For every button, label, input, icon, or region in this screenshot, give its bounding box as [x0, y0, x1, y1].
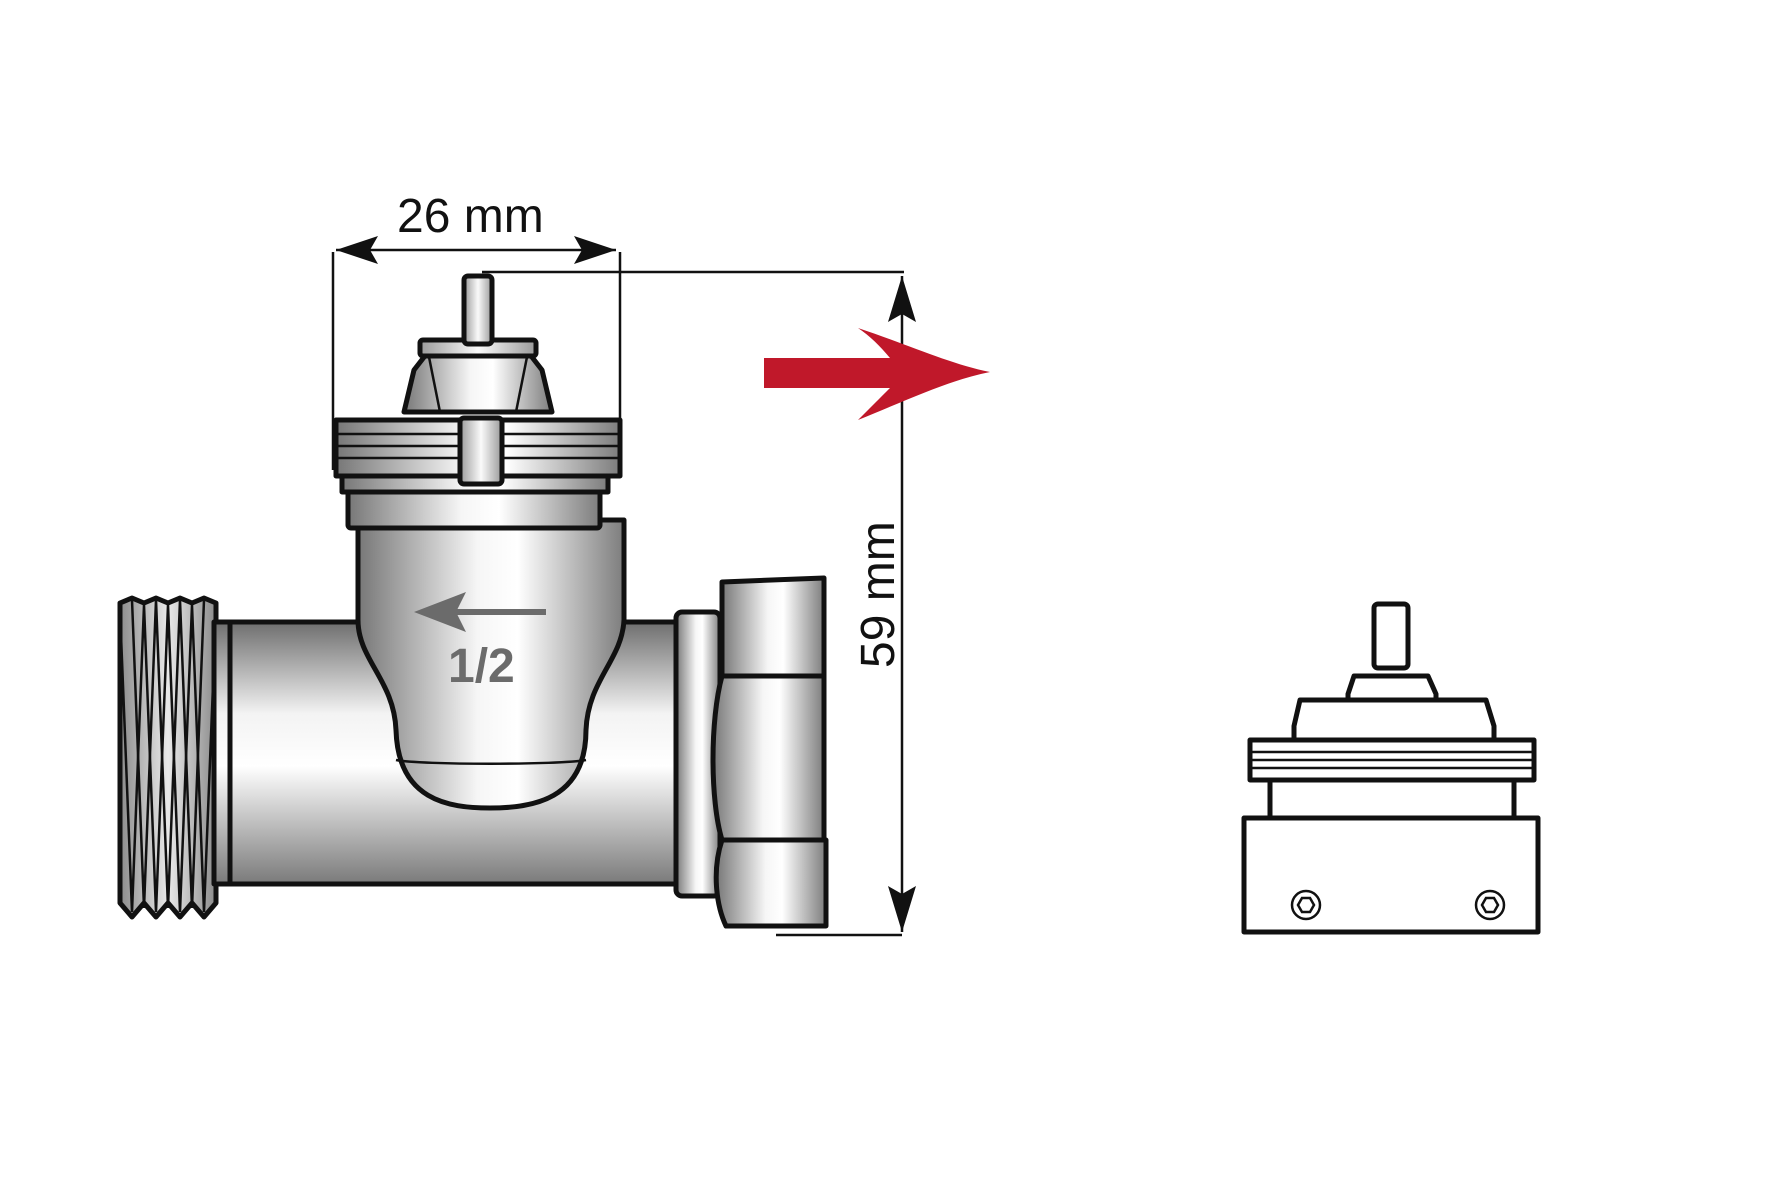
union-nut [673, 575, 902, 937]
thermostat-head [1241, 601, 1541, 935]
transition-arrow [764, 328, 990, 420]
hex-screw-left [1290, 889, 1322, 921]
valve-adapter: 1/2 [117, 273, 902, 937]
height-label: 59 mm [852, 521, 905, 668]
flow-direction-arrow [414, 592, 546, 632]
width-label: 26 mm [397, 190, 544, 243]
thermostat-base [1241, 815, 1541, 935]
thermostat-ribbed-ring [1247, 737, 1537, 783]
hex-screw-right [1474, 889, 1506, 921]
ribbed-ring [333, 415, 623, 487]
hex-nut [401, 337, 555, 415]
male-thread [117, 595, 219, 920]
body-marking: 1/2 [448, 640, 515, 693]
valve-neck [355, 517, 627, 811]
width-dimension: 26 mm [331, 190, 622, 470]
valve-pin [461, 273, 495, 347]
